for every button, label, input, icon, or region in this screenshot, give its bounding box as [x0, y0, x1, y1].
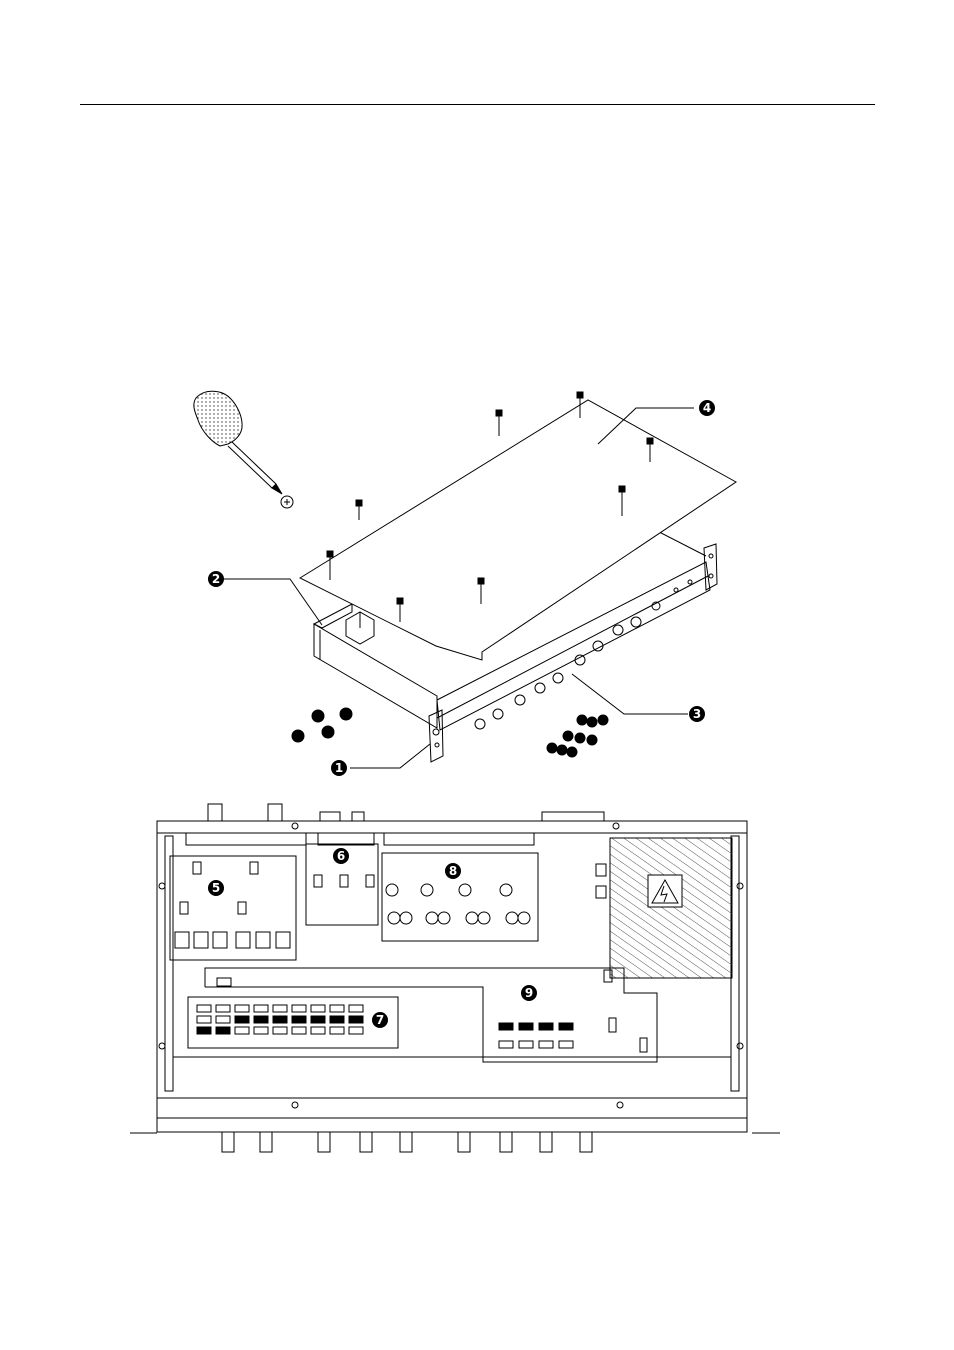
jumper-array-7 — [197, 1005, 363, 1034]
jumpers-5 — [175, 862, 290, 948]
callout-5: 5 — [208, 880, 224, 896]
loose-knobs-right — [547, 715, 608, 757]
svg-text:9: 9 — [525, 986, 533, 1000]
screwdriver-icon — [194, 391, 293, 508]
callout-7: 7 — [372, 1012, 388, 1028]
svg-text:5: 5 — [212, 881, 220, 895]
jumpers-9 — [499, 1018, 647, 1052]
jumpers-6 — [314, 875, 374, 887]
trimmers-8 — [386, 884, 530, 924]
svg-text:2: 2 — [212, 572, 220, 586]
svg-text:6: 6 — [337, 849, 345, 863]
region-8 — [382, 853, 538, 941]
callout-8: 8 — [445, 863, 461, 879]
svg-text:7: 7 — [376, 1013, 384, 1027]
callout-9: 9 — [521, 985, 537, 1001]
front-knob-row — [222, 1132, 592, 1152]
board-top-view — [130, 804, 780, 1152]
svg-text:1: 1 — [335, 761, 343, 775]
svg-text:4: 4 — [703, 401, 711, 415]
power-supply-area — [610, 838, 732, 978]
rear-connectors — [186, 804, 604, 845]
svg-text:8: 8 — [449, 864, 457, 878]
callout-1: 1 — [331, 760, 347, 776]
callout-3: 3 — [689, 706, 705, 722]
svg-text:3: 3 — [693, 707, 701, 721]
exploded-view — [194, 391, 736, 768]
callout-4: 4 — [699, 400, 715, 416]
callout-2: 2 — [208, 571, 224, 587]
top-cover — [300, 400, 736, 660]
loose-knobs-left — [292, 708, 352, 742]
callout-6: 6 — [333, 848, 349, 864]
